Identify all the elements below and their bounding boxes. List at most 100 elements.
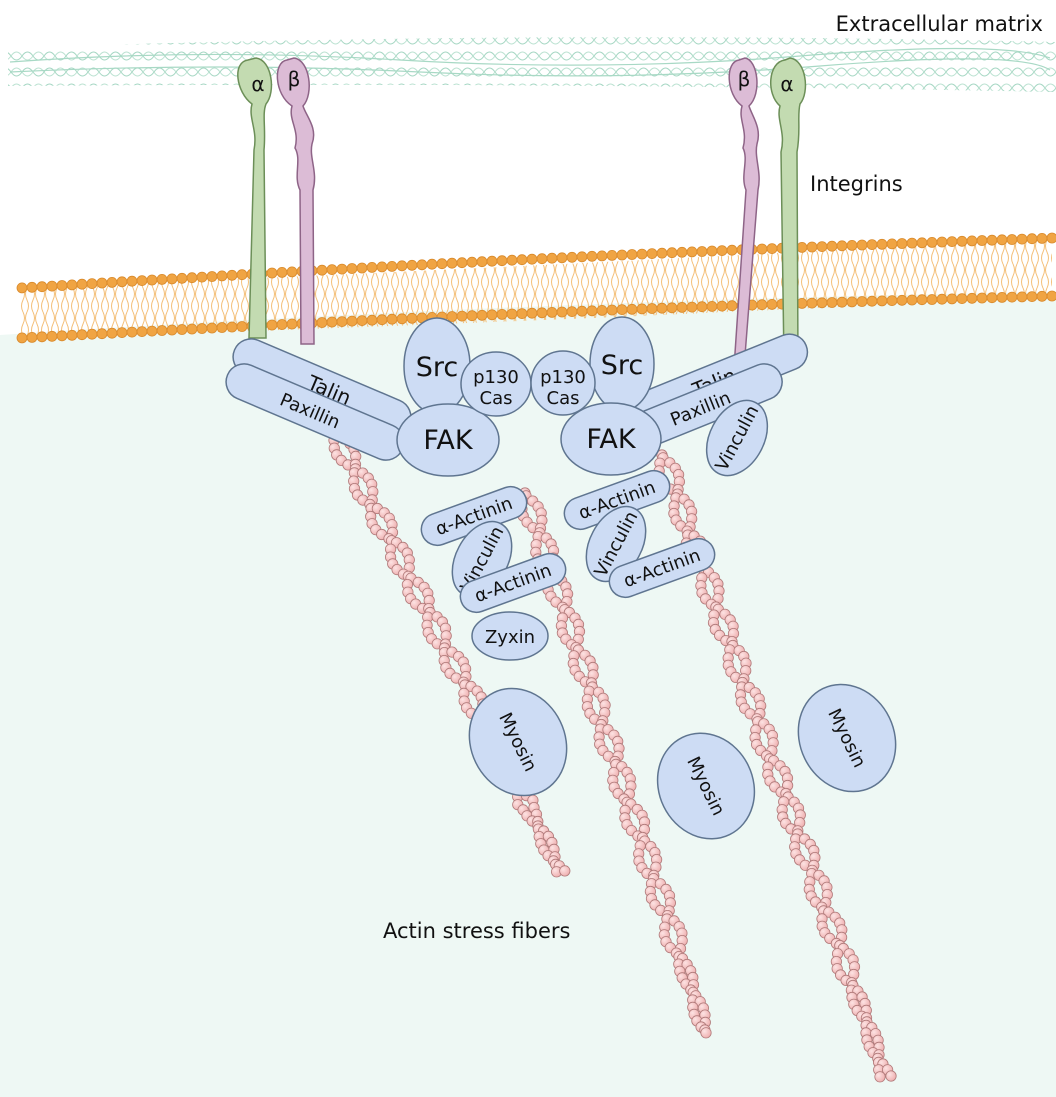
lipid-head xyxy=(437,259,447,269)
lipid-head xyxy=(997,292,1007,302)
lipid-head xyxy=(337,264,347,274)
lipid-head xyxy=(127,327,137,337)
lipid-head xyxy=(317,318,327,328)
actin-bead xyxy=(886,1071,896,1081)
lipid-head xyxy=(217,271,227,281)
lipid-head xyxy=(327,317,337,327)
cas-label-right: Cas xyxy=(547,388,580,409)
lipid-head xyxy=(477,310,487,320)
lipid-head xyxy=(1007,235,1017,245)
lipid-head xyxy=(647,249,657,259)
lipid-head xyxy=(607,305,617,315)
lipid-head xyxy=(667,303,677,313)
lipid-head xyxy=(717,246,727,256)
zyxin-label-left: Zyxin xyxy=(485,627,535,648)
lipid-head xyxy=(197,272,207,282)
lipid-head xyxy=(497,309,507,319)
lipid-head xyxy=(147,326,157,336)
lipid-head xyxy=(837,297,847,307)
lipid-head xyxy=(577,306,587,316)
lipid-head xyxy=(927,295,937,305)
lipid-head xyxy=(87,329,97,339)
lipid-head xyxy=(977,293,987,303)
lipid-head xyxy=(57,331,67,341)
lipid-head xyxy=(347,316,357,326)
src-label-left: Src xyxy=(416,352,459,383)
lipid-head xyxy=(447,258,457,268)
lipid-head xyxy=(17,333,27,343)
lipid-head xyxy=(277,267,287,277)
p130-label-left: p130 xyxy=(473,367,519,388)
lipid-head xyxy=(537,308,547,318)
lipid-head xyxy=(917,238,927,248)
lipid-head xyxy=(877,296,887,306)
lipid-head xyxy=(557,253,567,263)
lipid-head xyxy=(87,279,97,289)
lipid-head xyxy=(577,252,587,262)
alpha-label-right: α xyxy=(780,72,793,96)
fak-label-left: FAK xyxy=(423,425,474,456)
lipid-head xyxy=(67,280,77,290)
beta-label-right: β xyxy=(738,67,751,91)
ecm-label: Extracellular matrix xyxy=(836,12,1043,36)
lipid-head xyxy=(317,265,327,275)
lipid-head xyxy=(697,302,707,312)
lipid-head xyxy=(337,317,347,327)
lipid-head xyxy=(977,236,987,246)
lipid-head xyxy=(637,304,647,314)
lipid-head xyxy=(27,282,37,292)
p130-label-right: p130 xyxy=(540,367,586,388)
src-label-right: Src xyxy=(601,350,644,381)
lipid-head xyxy=(657,248,667,258)
lipid-head xyxy=(797,242,807,252)
lipid-head xyxy=(1027,234,1037,244)
lipid-head xyxy=(867,296,877,306)
lipid-head xyxy=(567,307,577,317)
lipid-head xyxy=(207,272,217,282)
lipid-head xyxy=(187,273,197,283)
lipid-head xyxy=(727,301,737,311)
lipid-head xyxy=(667,248,677,258)
lipid-head xyxy=(1017,234,1027,244)
lipid-head xyxy=(697,247,707,257)
lipid-head xyxy=(887,239,897,249)
lipid-head xyxy=(387,314,397,324)
lipid-head xyxy=(567,252,577,262)
lipid-head xyxy=(57,281,67,291)
lipid-head xyxy=(397,314,407,324)
lipid-head xyxy=(907,238,917,248)
lipid-head xyxy=(117,277,127,287)
lipid-head xyxy=(857,297,867,307)
lipid-head xyxy=(27,332,37,342)
lipid-head xyxy=(217,323,227,333)
lipid-head xyxy=(157,326,167,336)
lipid-head xyxy=(947,294,957,304)
lipid-head xyxy=(897,295,907,305)
lipid-head xyxy=(937,237,947,247)
lipid-head xyxy=(627,250,637,260)
lipid-head xyxy=(457,258,467,268)
lipid-head xyxy=(77,279,87,289)
lipid-head xyxy=(367,315,377,325)
lipid-head xyxy=(867,240,877,250)
lipid-head xyxy=(547,307,557,317)
lipid-head xyxy=(677,247,687,257)
lipid-head xyxy=(627,304,637,314)
lipid-head xyxy=(377,315,387,325)
fak-label-right: FAK xyxy=(586,424,637,455)
lipid-head xyxy=(507,255,517,265)
lipid-head xyxy=(847,297,857,307)
actin-bead xyxy=(560,866,570,876)
actin-label: Actin stress fibers xyxy=(383,919,570,943)
lipid-head xyxy=(37,332,47,342)
lipid-head xyxy=(847,240,857,250)
lipid-head xyxy=(967,236,977,246)
lipid-head xyxy=(1037,233,1047,243)
actin-bead xyxy=(701,1028,711,1038)
lipid-head xyxy=(637,249,647,259)
beta-label-left: β xyxy=(288,67,301,91)
lipid-head xyxy=(1047,291,1056,301)
lipid-head xyxy=(757,244,767,254)
cas-label-left: Cas xyxy=(480,388,513,409)
